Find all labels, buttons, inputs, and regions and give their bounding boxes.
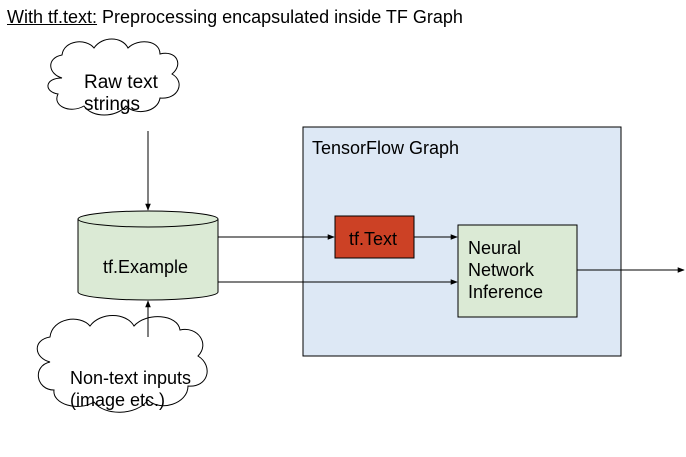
title-rest: Preprocessing encapsulated inside TF Gra… — [97, 7, 463, 27]
tf-example-label: tf.Example — [103, 257, 189, 277]
non-text-label: Non-text inputs (image etc.) — [70, 368, 192, 410]
tf-text-label: tf.Text — [349, 229, 398, 249]
raw-text-cloud — [47, 38, 180, 116]
diagram-title: With tf.text: Preprocessing encapsulated… — [7, 7, 463, 28]
neural-network-label: Neural Network Inference — [468, 238, 544, 302]
neural-network-box — [457, 224, 578, 318]
tensorflow-graph-label: TensorFlow Graph — [312, 138, 460, 158]
raw-text-label: Raw text strings — [84, 72, 158, 115]
tf-text-box — [334, 215, 415, 259]
tf-example-cylinder — [77, 210, 219, 301]
non-text-inputs-cloud — [36, 315, 208, 413]
title-prefix: With tf.text: — [7, 7, 98, 27]
